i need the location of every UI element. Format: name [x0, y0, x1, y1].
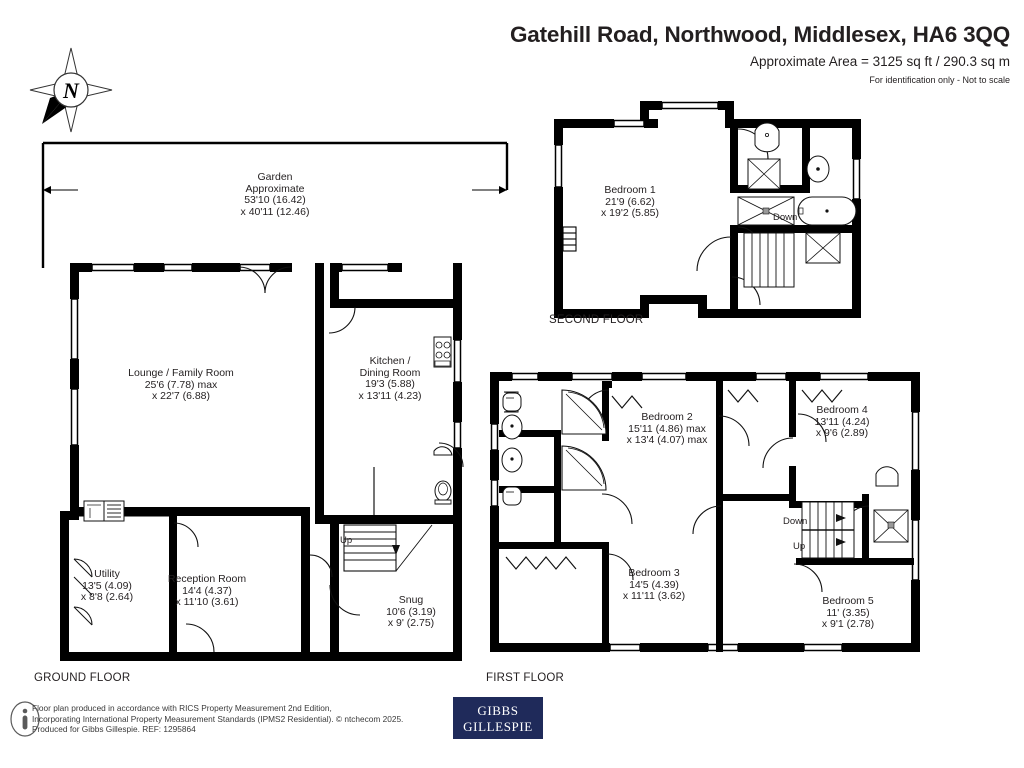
garden-label: Garden Approximate 53'10 (16.42) x 40'11… — [175, 171, 375, 218]
bedroom-3-dim-1: 14'5 (4.39) — [629, 578, 679, 591]
disclaimer-text: For identification only - Not to scale — [869, 75, 1010, 85]
bedroom-4-name: Bedroom 4 — [816, 404, 868, 416]
logo-line-1: GIBBS — [477, 703, 519, 718]
bedroom-2-dim-2: x 13'4 (4.07) max — [626, 434, 708, 447]
room-label-snug: Snug 10'6 (3.19) x 9' (2.75) — [363, 594, 459, 630]
room-label-kitchen: Kitchen / Dining Room 19'3 (5.88) x 13'1… — [340, 355, 440, 402]
bedroom-1-name: Bedroom 1 — [604, 184, 656, 196]
bedroom-5-name: Bedroom 5 — [822, 595, 874, 607]
stair-label-first-up: Up — [793, 541, 806, 552]
compass-north-letter: N — [62, 78, 80, 103]
room-label-utility: Utility 13'5 (4.09) x 8'8 (2.64) — [62, 568, 152, 604]
footer-line-2: Incorporating International Property Mea… — [32, 713, 404, 724]
snug-dim-1: 10'6 (3.19) — [386, 605, 436, 618]
snug-name: Snug — [398, 594, 424, 606]
second-floor-plan — [548, 85, 888, 335]
lounge-dim-1: 25'6 (7.78) max — [144, 378, 218, 391]
kitchen-hob-icon — [433, 336, 452, 368]
room-label-bedroom-4: Bedroom 4 13'11 (4.24) x 9'6 (2.89) — [790, 404, 894, 440]
floor-label-first: FIRST FLOOR — [486, 672, 565, 684]
first-floor-ensuite-2-fixtures — [501, 445, 607, 506]
kitchen-name-2: Dining Room — [359, 366, 421, 379]
bedroom-4-dim-1: 13'11 (4.24) — [814, 415, 870, 428]
garden-outline — [40, 140, 520, 270]
second-floor-staircase-icon — [743, 232, 841, 288]
stair-label-first-down: Down — [783, 516, 808, 527]
second-floor-ensuite-fixtures — [737, 122, 857, 226]
bedroom-5-dim-2: x 9'1 (2.78) — [821, 618, 875, 631]
gibbs-gillespie-logo: GIBBS GILLESPIE — [453, 697, 543, 739]
footer-text: Floor plan produced in accordance with R… — [32, 703, 403, 735]
reception-dim-2: x 11'10 (3.61) — [175, 596, 239, 609]
info-icon — [8, 700, 42, 738]
room-label-bedroom-1: Bedroom 1 21'9 (6.62) x 19'2 (5.85) — [573, 184, 687, 220]
logo-line-2: GILLESPIE — [463, 719, 533, 734]
garden-dim-1: 53'10 (16.42) — [244, 194, 306, 207]
utility-appliance-icons — [83, 500, 125, 522]
bedroom-1-dim-2: x 19'2 (5.85) — [600, 207, 660, 220]
room-label-bedroom-5: Bedroom 5 11' (3.35) x 9'1 (2.78) — [798, 595, 898, 631]
bedroom-4-dim-2: x 9'6 (2.89) — [815, 427, 869, 440]
reception-name: Reception Room — [167, 573, 247, 585]
bedroom-3-name: Bedroom 3 — [628, 567, 680, 579]
stair-label-second-down: Down — [773, 212, 798, 223]
snug-dim-2: x 9' (2.75) — [387, 617, 435, 630]
garden-name: Garden — [257, 171, 293, 183]
page-title: Gatehill Road, Northwood, Middlesex, HA6… — [509, 22, 1010, 47]
bedroom-2-dim-1: 15'11 (4.86) max — [628, 422, 706, 435]
bedroom-5-dim-1: 11' (3.35) — [826, 606, 870, 619]
bedroom-1-dim-1: 21'9 (6.62) — [605, 195, 655, 208]
kitchen-dim-2: x 13'11 (4.23) — [358, 389, 422, 402]
floor-label-ground: GROUND FLOOR — [34, 672, 131, 684]
kitchen-name: Kitchen / — [369, 355, 411, 367]
bay-window-icon — [562, 226, 577, 252]
room-label-bedroom-3: Bedroom 3 14'5 (4.39) x 11'11 (3.62) — [597, 567, 711, 603]
utility-dim-2: x 8'8 (2.64) — [80, 591, 134, 604]
first-floor-ensuite-1-fixtures — [501, 389, 607, 440]
footer-line-3: Produced for Gibbs Gillespie. REF: 12958… — [32, 724, 196, 735]
bedroom-2-name: Bedroom 2 — [641, 411, 693, 423]
lounge-name: Lounge / Family Room — [128, 367, 234, 379]
room-label-reception: Reception Room 14'4 (4.37) x 11'10 (3.61… — [148, 573, 266, 609]
compass-rose: N — [28, 46, 114, 134]
ground-staircase-icon — [343, 524, 433, 572]
ground-wc-fixtures — [433, 446, 453, 505]
ground-floor-plan — [34, 255, 484, 670]
garden-approx: Approximate — [245, 182, 305, 195]
first-floor-staircase-icon — [801, 466, 909, 559]
floor-label-second: SECOND FLOOR — [549, 314, 644, 326]
kitchen-dim-1: 19'3 (5.88) — [365, 378, 415, 391]
footer-line-1: Floor plan produced in accordance with R… — [32, 703, 332, 713]
stair-label-ground-up: Up — [340, 535, 353, 546]
room-label-bedroom-2: Bedroom 2 15'11 (4.86) max x 13'4 (4.07)… — [597, 411, 737, 447]
room-label-lounge: Lounge / Family Room 25'6 (7.78) max x 2… — [100, 367, 262, 403]
bedroom-3-dim-2: x 11'11 (3.62) — [622, 590, 686, 603]
first-floor-plan — [484, 362, 932, 672]
garden-dim-2: x 40'11 (12.46) — [240, 205, 310, 218]
utility-dim-1: 13'5 (4.09) — [82, 579, 132, 592]
utility-name: Utility — [94, 568, 120, 580]
reception-dim-1: 14'4 (4.37) — [182, 584, 232, 597]
approximate-area: Approximate Area = 3125 sq ft / 290.3 sq… — [749, 54, 1010, 69]
lounge-dim-2: x 22'7 (6.88) — [151, 390, 211, 403]
